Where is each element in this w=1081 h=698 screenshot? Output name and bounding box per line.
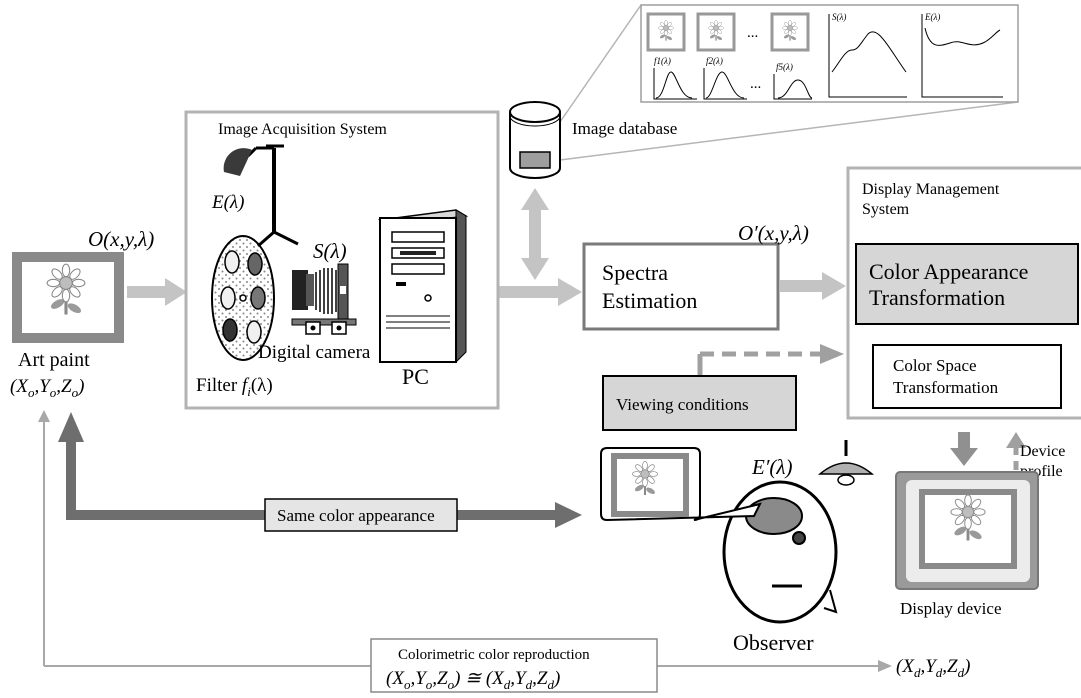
spectra-estimation-label-line2: Estimation <box>602 288 697 313</box>
colorimetric-equation: (Xo,Yo,Zo) ≅ (Xd,Yd,Zd) <box>386 668 560 692</box>
color-appearance-label-line1: Color Appearance <box>869 259 1028 284</box>
display-management-title-line1: Display Management <box>862 181 1000 198</box>
same-appearance-arrows <box>58 412 582 528</box>
lamp-icon <box>223 144 299 248</box>
display-device-icon <box>895 471 1039 590</box>
svg-text:S(λ): S(λ) <box>832 12 846 22</box>
colorimetric-reproduction-title: Colorimetric color reproduction <box>398 647 590 663</box>
device-profile-label-line1: Device <box>1020 443 1065 460</box>
estimated-spectral-image-label: O′(x,y,λ) <box>738 221 809 245</box>
db-filter-curve-5: f5(λ) <box>773 62 813 100</box>
same-color-appearance-label: Same color appearance <box>277 506 435 525</box>
db-thumbnail <box>696 12 736 52</box>
color-space-label-line1: Color Space <box>893 356 977 375</box>
observer-thought-bubble <box>600 447 762 522</box>
svg-text:f5(λ): f5(λ) <box>776 62 793 72</box>
pc-tower-icon <box>377 209 469 364</box>
viewing-conditions-label: Viewing conditions <box>616 395 749 414</box>
observer-head-icon <box>722 480 838 624</box>
flow-arrows <box>127 188 1026 470</box>
observer-illuminant-label: E′(λ) <box>751 455 793 479</box>
db-filters-ellipsis: ... <box>750 76 761 92</box>
db-images-ellipsis: ... <box>747 25 758 41</box>
colorimetric-arrows <box>38 410 892 672</box>
art-paint-label: Art paint <box>18 349 90 371</box>
digital-camera-label: Digital camera <box>258 342 371 363</box>
svg-text:f2(λ): f2(λ) <box>706 56 723 66</box>
filter-wheel-icon <box>211 235 275 361</box>
image-database-label: Image database <box>572 119 677 138</box>
digital-camera-icon <box>291 263 357 335</box>
db-filter-curve-1: f1(λ) <box>653 56 697 100</box>
colorimetric-reproduction-box <box>370 638 658 693</box>
display-xyz-label: (Xd,Yd,Zd) <box>896 656 970 680</box>
svg-text:E(λ): E(λ) <box>924 12 940 22</box>
art-paint-image <box>12 252 124 343</box>
viewing-conditions-box <box>602 375 797 431</box>
db-camera-sensitivity-plot: S(λ) <box>828 12 907 98</box>
svg-text:f1(λ): f1(λ) <box>654 56 671 66</box>
acquisition-illuminant-label: E(λ) <box>211 192 245 213</box>
observer-lamp-icon <box>817 440 875 486</box>
pc-label: PC <box>402 364 429 389</box>
db-thumbnail <box>646 12 686 52</box>
image-acquisition-title: Image Acquisition System <box>218 121 387 138</box>
spectra-estimation-label-line1: Spectra <box>602 260 668 285</box>
db-filter-curve-2: f2(λ) <box>703 56 747 100</box>
observer-label: Observer <box>733 630 814 655</box>
art-paint-xyz-label: (Xo,Yo,Zo) <box>10 376 84 400</box>
color-appearance-label-line2: Transformation <box>869 285 1005 310</box>
display-management-title-line2: System <box>862 201 910 218</box>
same-color-appearance-box <box>264 498 458 532</box>
input-spectral-image-label: O(x,y,λ) <box>88 227 154 251</box>
database-callout: ... f1(λ) f2(λ) ... f5(λ) S(λ) <box>559 4 1019 161</box>
db-thumbnail <box>770 12 810 52</box>
color-space-label-line2: Transformation <box>893 378 999 397</box>
color-appearance-transformation-box <box>855 243 1079 325</box>
image-database-icon <box>509 101 561 179</box>
db-illuminant-plot: E(λ) <box>921 12 1003 98</box>
camera-sensitivity-label: S(λ) <box>313 239 347 263</box>
filter-label: Filter fi(λ) <box>196 375 273 399</box>
spectra-estimation-box <box>582 242 780 331</box>
color-space-transformation-box <box>872 344 1062 409</box>
display-device-label: Display device <box>900 599 1002 618</box>
